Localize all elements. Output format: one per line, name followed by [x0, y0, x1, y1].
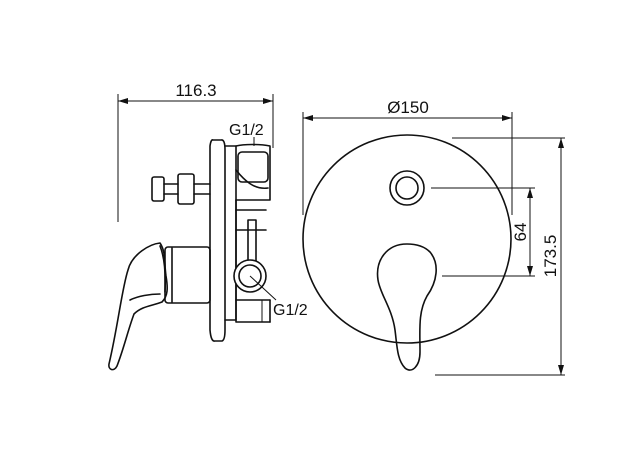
- diverter-knob: [389, 170, 425, 206]
- cover-plate: [302, 134, 512, 344]
- handle-collar: [164, 246, 211, 304]
- dimension-overall-depth-label: 116.3: [175, 81, 216, 100]
- dimension-plate-diameter: Ø150: [302, 98, 513, 215]
- diverter-stem: [151, 173, 211, 205]
- thread-label-top: G1/2: [229, 122, 264, 139]
- dimension-outlet-spacing: 64: [511, 188, 533, 276]
- dimension-plate-diameter-label: Ø150: [387, 98, 429, 117]
- dimension-overall-height-label: 173.5: [541, 235, 560, 278]
- lever-handle-side: [108, 242, 168, 371]
- dimension-overall-height: 173.5: [541, 138, 564, 375]
- side-view: 116.3: [108, 81, 308, 371]
- front-view: Ø150 64 173.5: [302, 98, 565, 376]
- dimension-overall-depth: 116.3: [117, 81, 274, 222]
- lever-handle-front: [376, 243, 437, 371]
- wall-plate-side: [209, 139, 226, 342]
- thread-label-bottom: G1/2: [273, 302, 308, 319]
- dimension-outlet-spacing-label: 64: [511, 223, 530, 242]
- valve-body: [224, 143, 271, 323]
